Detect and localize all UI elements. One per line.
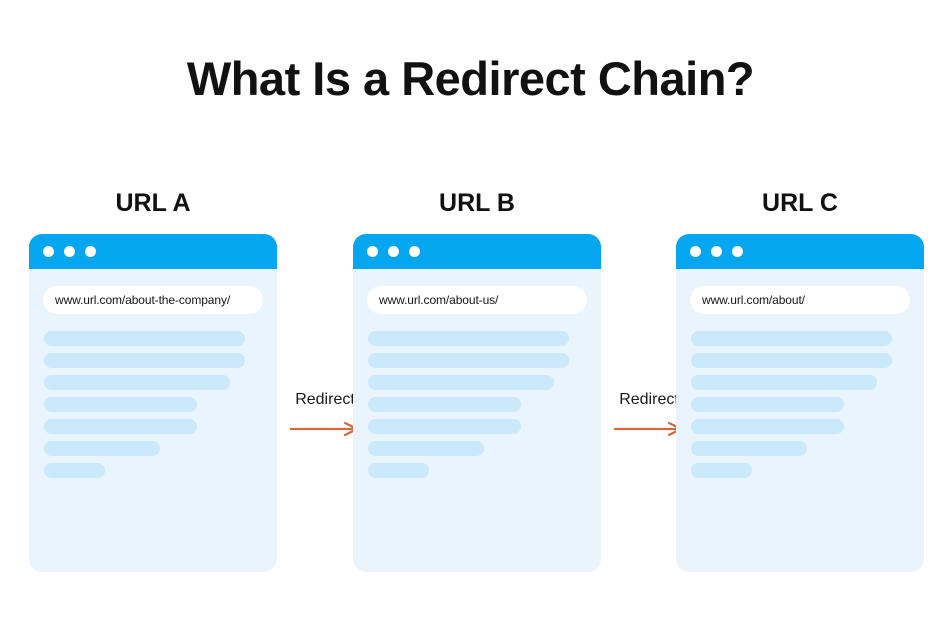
content-placeholder-b xyxy=(353,314,601,478)
redirect-connector-2: Redirect xyxy=(601,390,697,437)
placeholder-line xyxy=(691,419,845,434)
placeholder-line xyxy=(691,397,845,412)
content-placeholder-c xyxy=(676,314,924,478)
placeholder-line xyxy=(44,419,198,434)
window-dot-icon xyxy=(43,246,54,257)
redirect-label-2: Redirect xyxy=(619,391,679,408)
placeholder-line xyxy=(691,441,808,456)
placeholder-line xyxy=(691,463,753,478)
redirect-chain-diagram: URL A www.url.com/about-the-company/ xyxy=(0,186,941,586)
placeholder-line xyxy=(368,375,555,390)
url-text-c: www.url.com/about/ xyxy=(702,293,805,307)
placeholder-line xyxy=(368,463,430,478)
url-column-b: URL B www.url.com/about-us/ xyxy=(353,186,601,572)
url-card-label-b: URL B xyxy=(439,189,515,217)
url-text-b: www.url.com/about-us/ xyxy=(379,293,499,307)
url-column-a: URL A www.url.com/about-the-company/ xyxy=(29,186,277,572)
placeholder-line xyxy=(368,331,570,346)
browser-titlebar-a xyxy=(29,234,277,269)
address-bar-a[interactable]: www.url.com/about-the-company/ xyxy=(43,286,263,314)
address-bar-wrap-b: www.url.com/about-us/ xyxy=(353,269,601,314)
placeholder-line xyxy=(44,397,198,412)
browser-titlebar-c xyxy=(676,234,924,269)
url-card-label-a: URL A xyxy=(115,189,191,217)
browser-titlebar-b xyxy=(353,234,601,269)
placeholder-line xyxy=(368,441,485,456)
placeholder-line xyxy=(691,353,893,368)
placeholder-line xyxy=(44,441,161,456)
browser-card-a[interactable]: www.url.com/about-the-company/ xyxy=(29,234,277,572)
placeholder-line xyxy=(368,419,522,434)
placeholder-line xyxy=(44,375,231,390)
url-card-label-c: URL C xyxy=(762,189,838,217)
address-bar-b[interactable]: www.url.com/about-us/ xyxy=(367,286,587,314)
placeholder-line xyxy=(368,397,522,412)
window-dot-icon xyxy=(711,246,722,257)
arrow-right-icon xyxy=(614,421,683,437)
placeholder-line xyxy=(44,463,106,478)
window-dot-icon xyxy=(367,246,378,257)
address-bar-wrap-c: www.url.com/about/ xyxy=(676,269,924,314)
content-placeholder-a xyxy=(29,314,277,478)
arrow-right-icon xyxy=(290,421,359,437)
address-bar-wrap-a: www.url.com/about-the-company/ xyxy=(29,269,277,314)
placeholder-line xyxy=(691,331,893,346)
window-dot-icon xyxy=(690,246,701,257)
placeholder-line xyxy=(691,375,878,390)
window-dot-icon xyxy=(85,246,96,257)
browser-card-c[interactable]: www.url.com/about/ xyxy=(676,234,924,572)
redirect-label-1: Redirect xyxy=(295,391,355,408)
url-text-a: www.url.com/about-the-company/ xyxy=(55,293,231,307)
window-dot-icon xyxy=(409,246,420,257)
placeholder-line xyxy=(368,353,570,368)
placeholder-line xyxy=(44,331,246,346)
url-column-c: URL C www.url.com/about/ xyxy=(676,186,924,572)
browser-card-b[interactable]: www.url.com/about-us/ xyxy=(353,234,601,572)
window-dot-icon xyxy=(64,246,75,257)
window-dot-icon xyxy=(388,246,399,257)
placeholder-line xyxy=(44,353,246,368)
page-title: What Is a Redirect Chain? xyxy=(186,52,755,105)
address-bar-c[interactable]: www.url.com/about/ xyxy=(690,286,910,314)
window-dot-icon xyxy=(732,246,743,257)
